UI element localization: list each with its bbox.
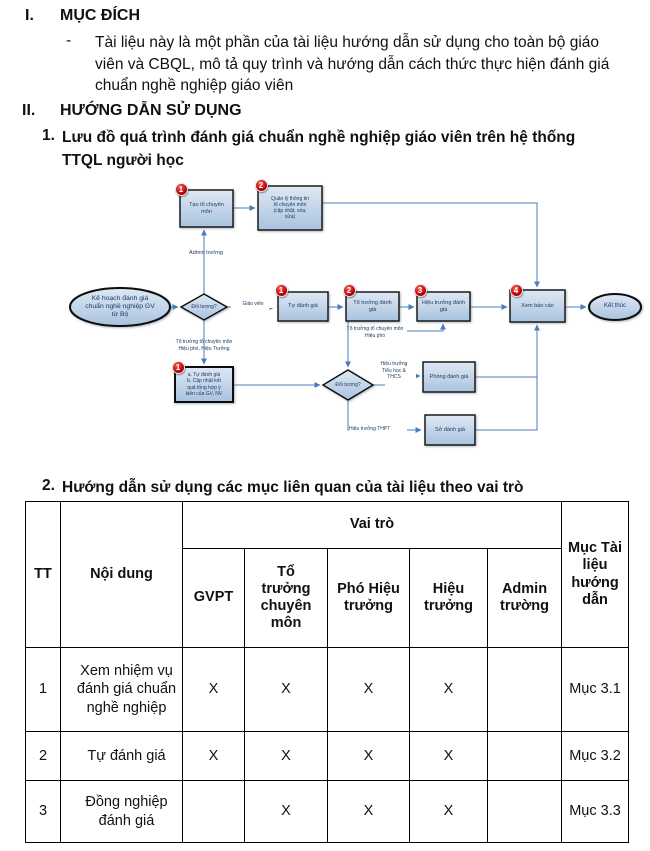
label-giao-vien: Giáo viên — [231, 301, 275, 308]
table-cell: Mục 3.2 — [561, 731, 630, 781]
table-cell — [486, 647, 563, 732]
dept-assess-label: Phòng đánh giá — [429, 373, 469, 380]
section-2-title: HƯỚNG DẪN SỬ DỤNG — [60, 102, 242, 119]
table-cell: X — [244, 731, 328, 781]
table-cell: Đồng nghiệp đánh giá — [60, 780, 183, 843]
table-cell: 1 — [25, 647, 61, 732]
table-cell: X — [327, 780, 410, 843]
table-cell: 3 — [25, 780, 61, 843]
col-header-hieu-truong: Hiệu trưởng — [409, 548, 488, 648]
decision1-label: Đối tượng? — [191, 303, 217, 310]
table-cell — [486, 780, 563, 843]
self-update-label: a. Tự đánh giá b. Cập nhật kết quả tổng … — [185, 372, 223, 397]
section-2-numeral: II. — [22, 102, 36, 119]
step-badge-1: 1 — [274, 283, 288, 297]
heading-1-number: 1. — [42, 127, 55, 144]
table-cell: X — [244, 647, 328, 732]
col-header-gvpt: GVPT — [182, 548, 245, 648]
step-badge-1: 1 — [171, 360, 185, 374]
principal-assess-label: Hiệu trưởng đánh giá — [421, 299, 466, 313]
flow-connectors — [170, 202, 587, 433]
table-cell: Xem nhiệm vụ đánh giá chuẩn nghề nghiệp — [60, 647, 183, 732]
col-header-muc-tai-lieu: Mục Tài liệu hướng dẫn — [561, 501, 630, 648]
heading-1-text: Lưu đồ quá trình đánh giá chuẩn nghề ngh… — [62, 129, 576, 169]
table-cell — [486, 731, 563, 781]
so-assess-label: Sở đánh giá — [435, 426, 465, 433]
heading-2-text: Hướng dẫn sử dụng các mục liên quan của … — [62, 479, 524, 496]
heading-2-number: 2. — [42, 477, 55, 494]
col-header-vai-tro: Vai trò — [181, 501, 563, 549]
col-header-to-truong: Tổ trưởng chuyên môn — [244, 548, 328, 648]
table-cell: Mục 3.1 — [561, 647, 630, 732]
so-assess-shape — [424, 414, 476, 446]
table-cell — [182, 780, 245, 843]
decision2-shape — [321, 369, 375, 401]
view-report-label: Xem báo cáo — [521, 302, 554, 309]
self-update-shape — [174, 366, 234, 403]
principal-assess-shape — [416, 291, 471, 322]
section-1-title: MỤC ĐÍCH — [60, 7, 140, 24]
table-cell: X — [409, 647, 488, 732]
purpose-paragraph: Tài liệu này là một phần của tài liệu hư… — [95, 34, 610, 95]
manage-group-shape — [257, 185, 323, 231]
step-badge-4: 4 — [509, 283, 523, 297]
step-badge-2: 2 — [254, 178, 268, 192]
label-leader-path: Tổ trưởng tổ chuyên môn Hiệu phó, Hiệu T… — [175, 339, 233, 352]
table-cell: X — [409, 780, 488, 843]
col-header-pho-hieu-truong: Phó Hiệu trưởng — [327, 548, 410, 648]
label-admin-truong: Admin trường — [189, 250, 223, 256]
manage-group-label: Quản lý thông tin tổ chuyên môn (cập nhậ… — [271, 195, 309, 221]
step-badge-3: 3 — [413, 283, 427, 297]
table-cell: 2 — [25, 731, 61, 781]
table-cell: X — [409, 731, 488, 781]
section-1-numeral: I. — [25, 7, 34, 24]
start-node-shape — [69, 287, 171, 327]
decision1-shape — [179, 293, 229, 321]
col-header-admin-truong: Admin trường — [486, 548, 563, 648]
flow-shapes — [69, 185, 642, 446]
label-leader-next: Tổ trưởng tổ chuyên môn Hiệu phó — [346, 326, 404, 339]
step-badge-1: 1 — [174, 182, 188, 196]
end-node-label: Kết thúc — [603, 303, 626, 310]
table-cell: Tự đánh giá — [60, 731, 183, 781]
flowchart-canvas — [69, 185, 642, 446]
table-row: 2 Tự đánh giá X X X X Mục 3.2 — [25, 731, 630, 781]
create-group-label: Tạo tổ chuyên môn — [189, 201, 224, 215]
table-cell: X — [182, 731, 245, 781]
bullet-dash: - — [66, 32, 72, 49]
table-cell: X — [327, 647, 410, 732]
self-assess-label: Tự đánh giá — [288, 303, 318, 310]
table-row: 3 Đồng nghiệp đánh giá X X X Mục 3.3 — [25, 780, 630, 843]
roles-table: TT Nội dung Vai trò Mục Tài liệu hướng d… — [25, 501, 630, 843]
col-header-noi-dung: Nội dung — [60, 501, 183, 648]
leader-assess-label: Tổ trưởng đánh giá — [353, 299, 392, 313]
col-header-tt: TT — [25, 501, 61, 648]
decision2-label: Đối tượng? — [335, 381, 361, 388]
table-cell: X — [244, 780, 328, 843]
create-group-shape — [179, 189, 234, 228]
end-node-shape — [588, 293, 642, 321]
self-assess-shape — [277, 291, 329, 322]
table-row: 1 Xem nhiệm vụ đánh giá chuẩn nghề nghiệ… — [25, 647, 630, 732]
leader-assess-shape — [345, 291, 400, 322]
table-cell: X — [182, 647, 245, 732]
step-badge-2: 2 — [342, 283, 356, 297]
label-principal-thpt: Hiệu trưởng THPT — [349, 426, 407, 433]
table-cell: X — [327, 731, 410, 781]
label-principal-primary: Hiệu trưởng Tiểu học & THCS — [372, 361, 416, 381]
start-node-label: Kế hoạch đánh giá chuẩn nghề nghiệp GV t… — [85, 294, 155, 319]
dept-assess-shape — [422, 361, 476, 393]
flowchart: Kế hoạch đánh giá chuẩn nghề nghiệp GV t… — [55, 168, 650, 463]
table-cell: Mục 3.3 — [561, 780, 630, 843]
table-header-row-1: TT Nội dung Vai trò Mục Tài liệu hướng d… — [25, 501, 630, 648]
table-header-row-2: GVPT Tổ trưởng chuyên môn Phó Hiệu trưởn… — [26, 548, 629, 648]
